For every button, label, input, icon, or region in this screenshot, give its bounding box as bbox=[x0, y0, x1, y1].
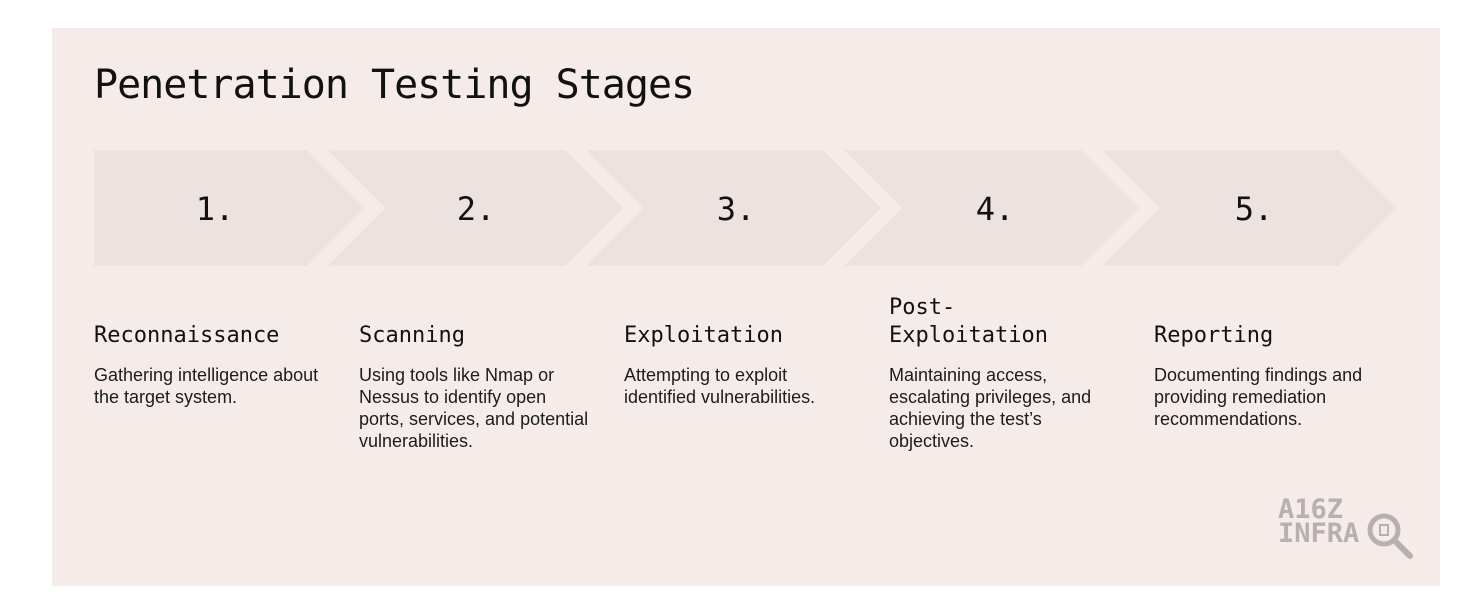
stage-title-4: Post- Exploitation bbox=[889, 295, 1048, 348]
stage-title-5: Reporting bbox=[1154, 323, 1274, 348]
stage-chevron-1 bbox=[94, 150, 365, 266]
stage-chevron-5 bbox=[1102, 150, 1397, 266]
diagram-card: Penetration Testing Stages 1. 2. 3. 4. 5… bbox=[52, 28, 1440, 586]
logo-text: A16Z INFRA bbox=[1278, 494, 1360, 549]
stage-title-1: Reconnaissance bbox=[94, 323, 280, 348]
stage-number-3: 3. bbox=[717, 190, 756, 228]
stage-title-3: Exploitation bbox=[624, 323, 783, 348]
magnifier-icon bbox=[1367, 513, 1413, 559]
stage-description-4: Maintaining access, escalating privilege… bbox=[889, 365, 1092, 451]
stage-description-1: Gathering intelligence about the target … bbox=[94, 365, 319, 407]
stage-1: Reconnaissance Gathering intelligence ab… bbox=[94, 294, 326, 408]
stage-description-2: Using tools like Nmap or Nessus to ident… bbox=[359, 365, 589, 451]
stage-description-5: Documenting findings and providing remed… bbox=[1154, 365, 1363, 429]
stage-2: Scanning Using tools like Nmap or Nessus… bbox=[359, 294, 591, 452]
stage-chevron-2 bbox=[328, 150, 623, 266]
stage-number-2: 2. bbox=[457, 190, 496, 228]
page-title: Penetration Testing Stages bbox=[94, 62, 695, 108]
stage-number-1: 1. bbox=[196, 190, 235, 228]
a16z-infra-logo: A16Z INFRA bbox=[1278, 494, 1418, 564]
stage-4: Post- Exploitation Maintaining access, e… bbox=[889, 294, 1121, 452]
stage-title-2: Scanning bbox=[359, 323, 465, 348]
stage-chevron-3 bbox=[586, 150, 881, 266]
stage-chevrons: 1. 2. 3. 4. 5. bbox=[94, 150, 1397, 266]
stage-number-4: 4. bbox=[976, 190, 1015, 228]
stage-number-5: 5. bbox=[1235, 190, 1274, 228]
stage-5: Reporting Documenting findings and provi… bbox=[1154, 294, 1386, 430]
stage-description-3: Attempting to exploit identified vulnera… bbox=[624, 365, 816, 407]
stage-3: Exploitation Attempting to exploit ident… bbox=[624, 294, 856, 408]
stage-chevron-4 bbox=[844, 150, 1139, 266]
